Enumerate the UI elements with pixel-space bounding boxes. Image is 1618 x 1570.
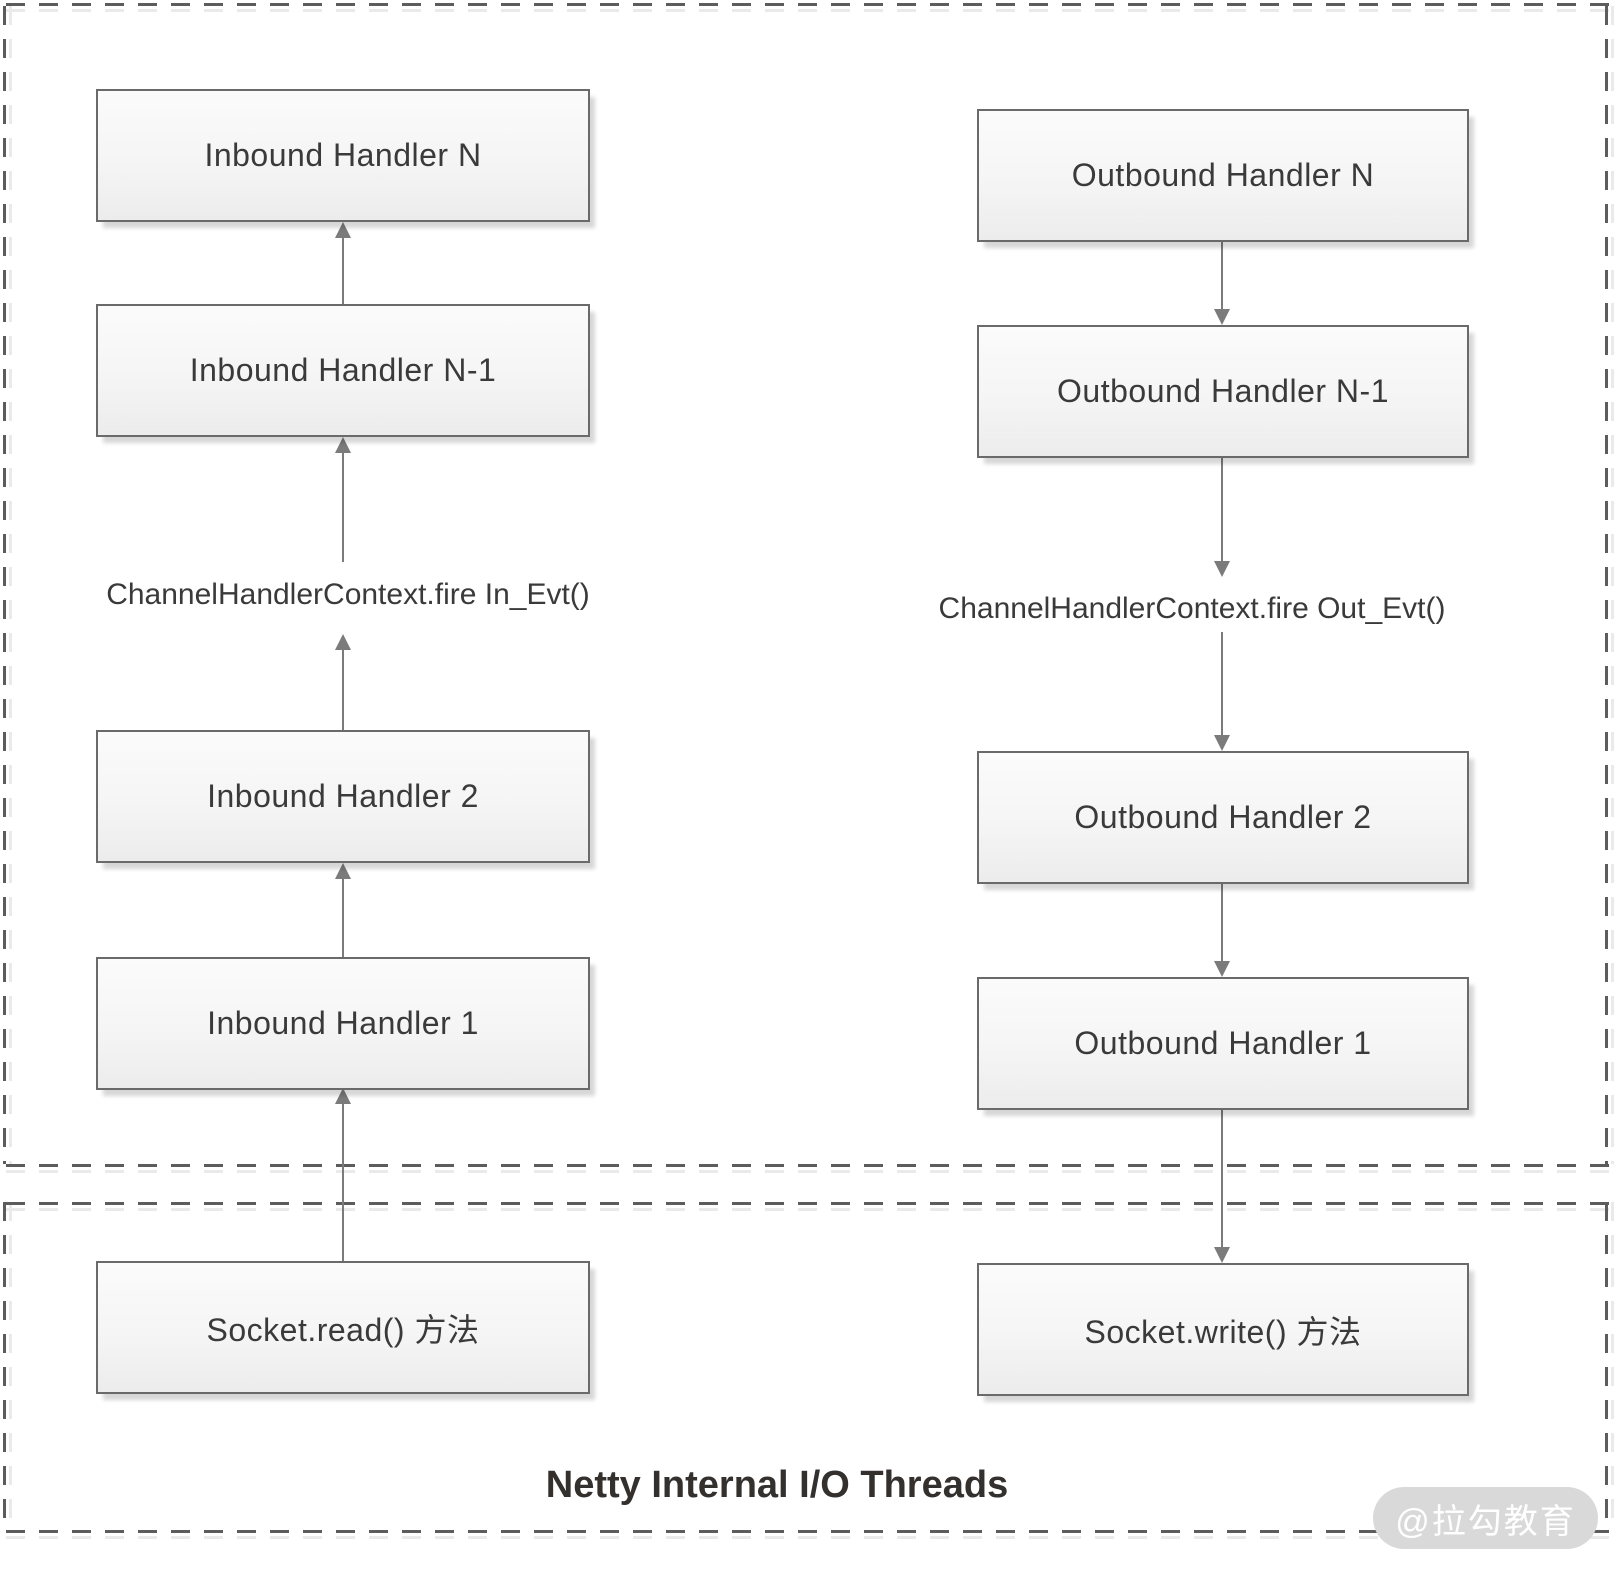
- box-label: Outbound Handler N: [1071, 157, 1375, 193]
- box-label: Socket.read() 方法: [206, 1311, 480, 1348]
- down-arrow-icon: [1214, 961, 1230, 977]
- box-label: Inbound Handler 2: [207, 778, 479, 814]
- outbound-arrow-line: [1221, 883, 1223, 963]
- inbound-arrow-line: [342, 230, 344, 304]
- inbound-arrow-line: [342, 1096, 344, 1261]
- dashed-line: [6, 1208, 1612, 1211]
- io-region-border-bottom: [6, 1530, 1612, 1533]
- box-label: Outbound Handler 1: [1074, 1025, 1372, 1061]
- box-inbound-handler-n: Inbound Handler N: [96, 89, 590, 222]
- box-outbound-handler-n-1: Outbound Handler N-1: [977, 325, 1469, 458]
- box-outbound-handler-1: Outbound Handler 1: [977, 977, 1469, 1110]
- inbound-arrow-line: [342, 871, 344, 957]
- dashed-line: [6, 1170, 1612, 1173]
- up-arrow-icon: [335, 1088, 351, 1104]
- inbound-arrow-line: [342, 448, 344, 562]
- box-label: Inbound Handler 1: [207, 1005, 479, 1041]
- pipeline-region-border-right: [1605, 6, 1608, 1164]
- down-arrow-icon: [1214, 309, 1230, 325]
- box-label: Inbound Handler N-1: [189, 352, 497, 388]
- box-label: Socket.write() 方法: [1084, 1313, 1362, 1350]
- box-inbound-handler-1: Inbound Handler 1: [96, 957, 590, 1090]
- dashed-line: [1611, 6, 1614, 1164]
- outbound-arrow-line: [1221, 458, 1223, 564]
- outbound-arrow-line: [1221, 632, 1223, 738]
- dashed-line: [9, 1202, 12, 1531]
- io-region-border-top: [6, 1202, 1612, 1205]
- dashed-line: [6, 9, 1612, 12]
- box-label: Outbound Handler N-1: [1057, 373, 1389, 409]
- io-threads-title: Netty Internal I/O Threads: [545, 1464, 1009, 1506]
- io-region-border-right: [1605, 1202, 1608, 1531]
- outbound-arrow-line: [1221, 1107, 1223, 1249]
- outbound-fire-event-label: ChannelHandlerContext.fire Out_Evt(): [938, 592, 1446, 625]
- outbound-arrow-line: [1221, 242, 1223, 312]
- box-label: Outbound Handler 2: [1074, 799, 1372, 835]
- down-arrow-icon: [1214, 735, 1230, 751]
- inbound-fire-event-label: ChannelHandlerContext.fire In_Evt(): [106, 578, 590, 611]
- dashed-line: [9, 6, 12, 1164]
- box-label: Inbound Handler N: [204, 137, 482, 173]
- up-arrow-icon: [335, 437, 351, 453]
- watermark-text: @拉勾教育: [1395, 1502, 1576, 1541]
- inbound-arrow-line: [342, 642, 344, 730]
- up-arrow-icon: [335, 222, 351, 238]
- pipeline-region-border-top: [6, 3, 1612, 6]
- io-region-border-left: [3, 1202, 6, 1531]
- up-arrow-icon: [335, 634, 351, 650]
- box-inbound-handler-n-1: Inbound Handler N-1: [96, 304, 590, 437]
- box-outbound-handler-n: Outbound Handler N: [977, 109, 1469, 242]
- dashed-line: [1611, 1202, 1614, 1531]
- down-arrow-icon: [1214, 1247, 1230, 1263]
- pipeline-region-border-bottom: [6, 1164, 1612, 1167]
- box-outbound-handler-2: Outbound Handler 2: [977, 751, 1469, 884]
- down-arrow-icon: [1214, 561, 1230, 577]
- dashed-line: [6, 1536, 1612, 1539]
- box-socket-read: Socket.read() 方法: [96, 1261, 590, 1394]
- up-arrow-icon: [335, 863, 351, 879]
- box-inbound-handler-2: Inbound Handler 2: [96, 730, 590, 863]
- watermark-badge: @拉勾教育: [1373, 1487, 1598, 1549]
- box-socket-write: Socket.write() 方法: [977, 1263, 1469, 1396]
- pipeline-region-border-left: [3, 6, 6, 1164]
